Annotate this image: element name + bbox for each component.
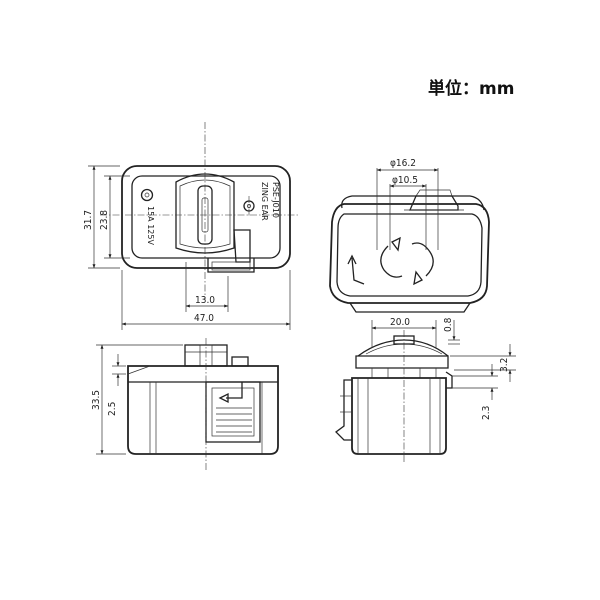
- dim-iso-dia-outer: φ16.2: [390, 158, 416, 169]
- front-view-body: [127, 365, 279, 455]
- dim-front-height: 33.5: [91, 390, 102, 410]
- brand-marking: ZING EAR: [260, 182, 269, 221]
- top-view-clip: [207, 258, 255, 273]
- iso-body: [329, 203, 490, 304]
- rating-marking: 15A 125V: [146, 206, 155, 245]
- side-view-cap: [357, 339, 449, 357]
- top-view-latch: [233, 229, 251, 263]
- unit-label: 単位：mm: [428, 78, 514, 99]
- iso-rotate-arrow-right: [411, 242, 434, 277]
- model-marking: PSE-J010: [271, 182, 280, 218]
- dim-top-height-outer: 31.7: [83, 210, 94, 230]
- dim-side-lip: 3.2: [499, 358, 510, 372]
- dim-iso-dia-inner: φ10.5: [392, 175, 418, 186]
- iso-lid: [341, 195, 485, 211]
- iso-latch-button: [409, 195, 459, 211]
- top-view-inner-face: [131, 175, 281, 259]
- top-view-outer-body: [121, 165, 291, 269]
- dim-top-height-inner: 23.8: [99, 210, 110, 230]
- dim-front-gap: 2.5: [107, 402, 118, 416]
- iso-view: φ16.2 φ10.5: [329, 158, 490, 313]
- dim-side-tab: 0.8: [443, 317, 454, 332]
- top-view-boss: [175, 173, 235, 254]
- front-view-latch-arrow: [226, 382, 243, 399]
- dim-side-step: 2.3: [481, 406, 492, 420]
- iso-left-mark: [351, 257, 365, 285]
- top-view-left-hole: [140, 188, 154, 202]
- front-view: 33.5 2.5: [91, 338, 279, 470]
- dim-top-width: 47.0: [194, 313, 214, 324]
- dim-top-offset: 13.0: [195, 295, 215, 306]
- front-view-latch: [205, 381, 261, 443]
- top-view: ZING EAR PSE-J010 15A 125V 31.7 23.8 13.…: [83, 122, 300, 330]
- side-view: 20.0 0.8 3.2 2.3: [335, 317, 516, 464]
- iso-rotate-arrow-left: [380, 245, 403, 278]
- dim-side-top-width: 20.0: [390, 317, 410, 328]
- side-view-body: [351, 377, 447, 455]
- side-view-clip: [335, 379, 352, 441]
